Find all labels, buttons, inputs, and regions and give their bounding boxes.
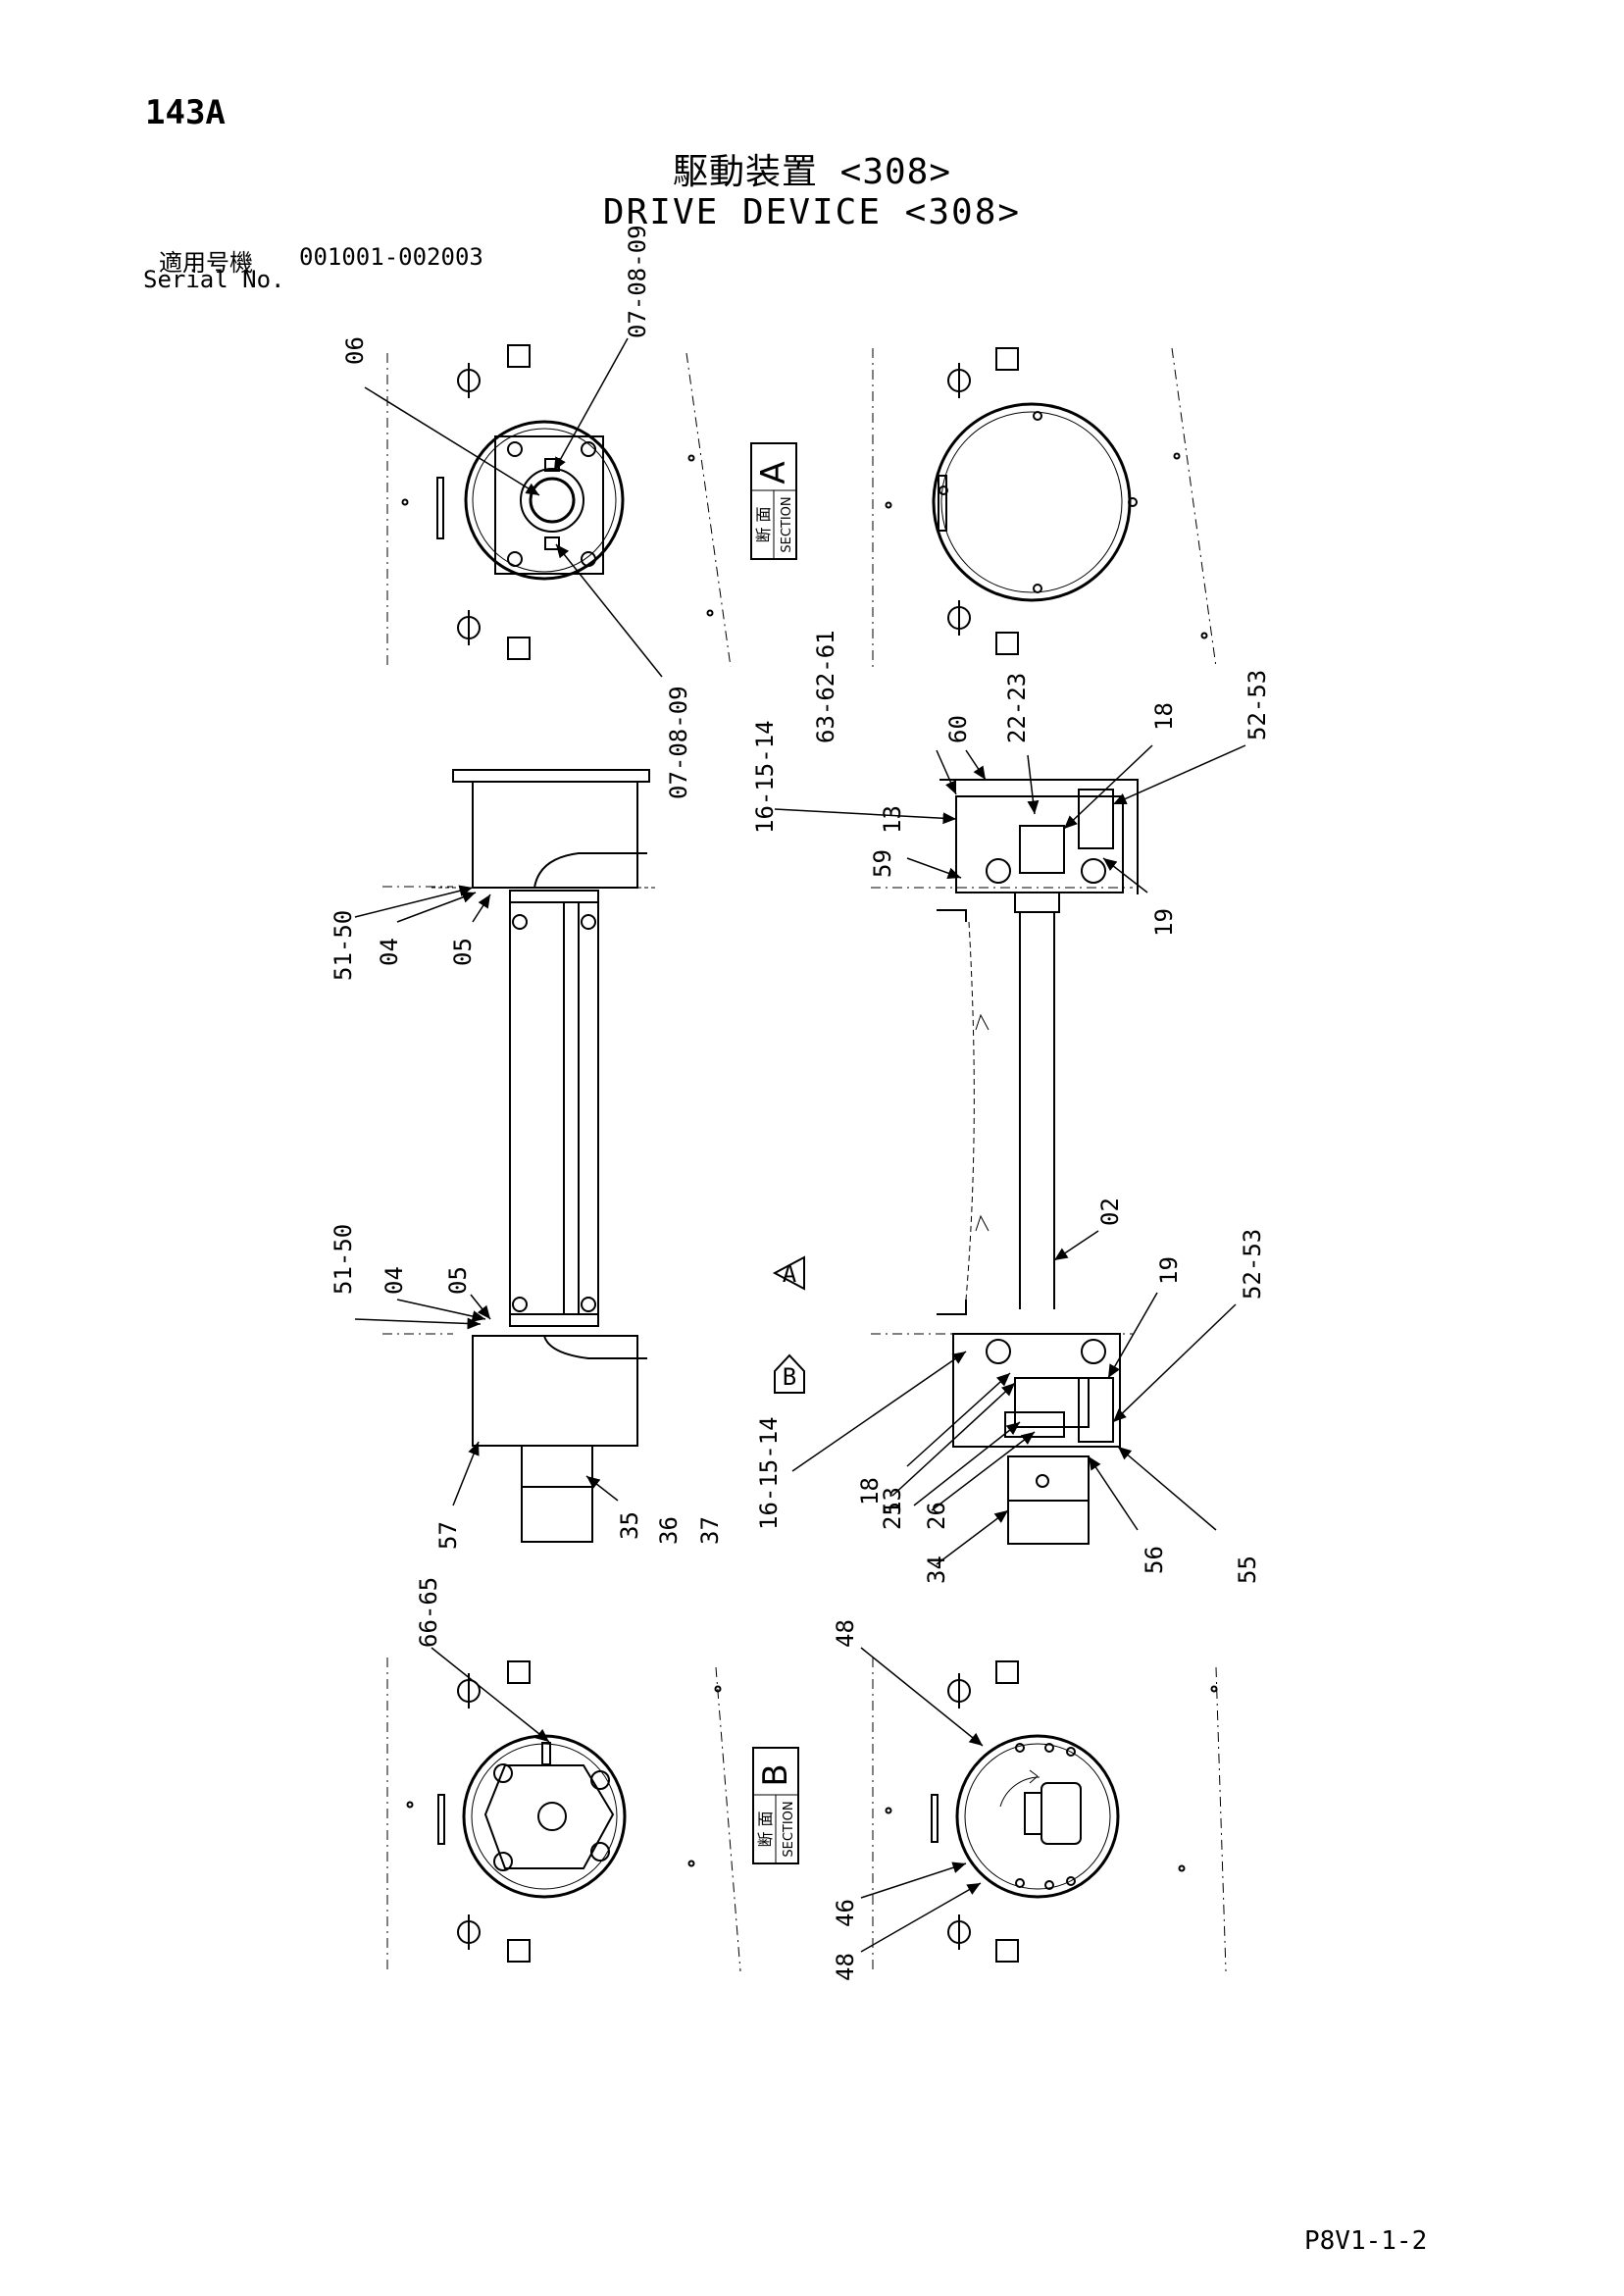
callout-05-top: 05 bbox=[449, 938, 477, 966]
section-b-ja: 断 面 bbox=[756, 1811, 775, 1847]
title-japanese: 駆動装置 <308> bbox=[672, 152, 952, 192]
callout-19-bottom: 19 bbox=[1155, 1256, 1183, 1285]
callout-labels: 06 07-08-09 07-08-09 51-50 04 05 51-50 0… bbox=[330, 225, 1271, 1981]
callout-66-65: 66-65 bbox=[415, 1577, 442, 1648]
callout-06: 06 bbox=[341, 336, 369, 365]
section-a-right-view bbox=[872, 347, 1217, 668]
section-a-left-view bbox=[386, 344, 732, 668]
serial-label-japanese: 適用号機 bbox=[159, 249, 253, 277]
callout-07-08-09-top: 07-08-09 bbox=[624, 225, 651, 338]
title-english: DRIVE DEVICE <308> bbox=[602, 192, 1022, 232]
callout-55: 55 bbox=[1234, 1556, 1261, 1584]
callout-22-23: 22-23 bbox=[1003, 673, 1031, 743]
arrow-a-letter: A bbox=[783, 1260, 797, 1288]
callout-36: 36 bbox=[655, 1516, 683, 1545]
section-b-en: SECTION bbox=[782, 1801, 796, 1857]
serial-label-english: Serial No. bbox=[143, 266, 285, 293]
callout-16-15-14-top: 16-15-14 bbox=[751, 720, 779, 834]
callout-04-bottom: 04 bbox=[381, 1266, 408, 1295]
callout-37: 37 bbox=[696, 1516, 724, 1545]
callout-18-top: 18 bbox=[1150, 702, 1178, 731]
section-a-letter: A bbox=[754, 461, 793, 484]
callout-05-bottom: 05 bbox=[444, 1266, 472, 1295]
callout-13-bottom: 13 bbox=[879, 1487, 906, 1515]
drive-side-view bbox=[382, 769, 655, 1543]
callout-46: 46 bbox=[832, 1899, 859, 1927]
callout-34: 34 bbox=[923, 1556, 950, 1584]
callout-48-bottom: 48 bbox=[832, 1953, 859, 1981]
callout-07-08-09-bottom: 07-08-09 bbox=[665, 686, 692, 799]
callout-26: 26 bbox=[923, 1502, 950, 1530]
section-a-label: A 断 面 SECTION bbox=[750, 442, 797, 560]
callout-52-53-top: 52-53 bbox=[1243, 670, 1271, 740]
callout-16-15-14-bottom: 16-15-14 bbox=[755, 1416, 783, 1530]
callout-51-50-top: 51-50 bbox=[330, 910, 357, 981]
callout-52-53-bottom: 52-53 bbox=[1239, 1229, 1266, 1300]
callout-57: 57 bbox=[434, 1521, 462, 1550]
callout-18-bottom: 18 bbox=[856, 1477, 884, 1505]
section-b-left-view bbox=[386, 1658, 741, 1972]
arrow-b-letter: B bbox=[783, 1363, 796, 1391]
serial-range: 001001-002003 bbox=[299, 243, 483, 271]
callout-63-62-61: 63-62-61 bbox=[812, 630, 839, 743]
section-b-right-view bbox=[872, 1658, 1227, 1972]
callout-04-top: 04 bbox=[376, 938, 403, 966]
section-a-en: SECTION bbox=[780, 496, 794, 552]
section-b-label: B 断 面 SECTION bbox=[752, 1747, 799, 1864]
section-b-letter: B bbox=[756, 1763, 795, 1786]
section-a-ja: 断 面 bbox=[754, 506, 773, 542]
callout-19-top: 19 bbox=[1150, 908, 1178, 937]
callout-59: 59 bbox=[869, 849, 896, 878]
callout-48-top: 48 bbox=[832, 1619, 859, 1648]
callout-35: 35 bbox=[616, 1511, 643, 1540]
callout-02: 02 bbox=[1096, 1198, 1124, 1226]
callout-13-top: 13 bbox=[879, 805, 906, 834]
leader-lines bbox=[354, 337, 1246, 1953]
footer-code: P8V1-1-2 bbox=[1304, 2226, 1428, 2256]
callout-60: 60 bbox=[944, 715, 972, 743]
callout-25: 25 bbox=[879, 1502, 906, 1530]
callout-51-50-bottom: 51-50 bbox=[330, 1224, 357, 1295]
page-code: 143A bbox=[145, 93, 226, 132]
drive-section-view: A B bbox=[772, 779, 1139, 1545]
callout-56: 56 bbox=[1141, 1546, 1168, 1574]
